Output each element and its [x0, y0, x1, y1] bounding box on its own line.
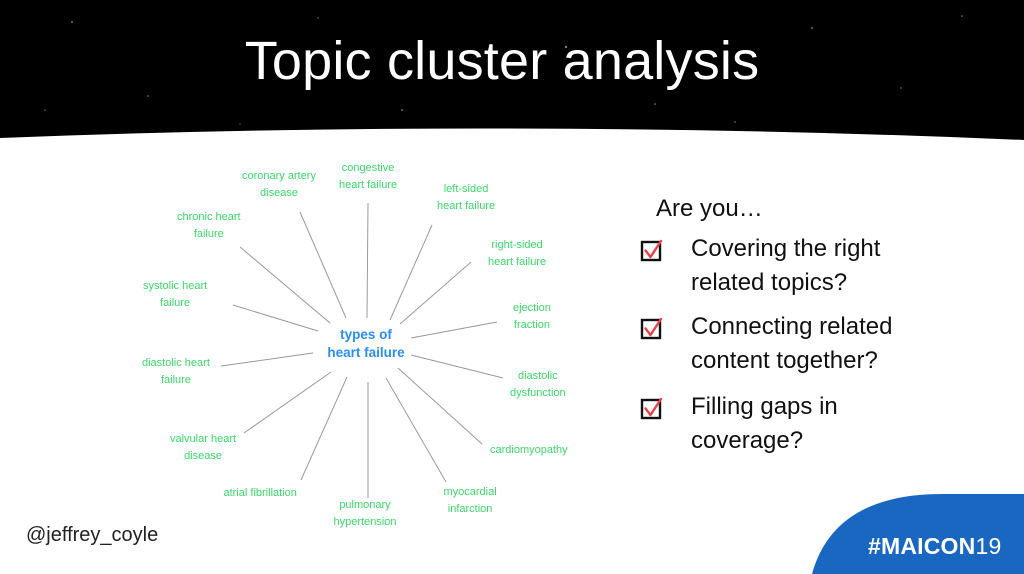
connector-line — [389, 224, 433, 321]
connector-line — [385, 377, 447, 483]
twitter-handle: @jeffrey_coyle — [26, 524, 159, 546]
checked-box-icon — [640, 317, 663, 340]
badge-year: 19 — [975, 533, 1002, 559]
connector-line — [366, 202, 369, 319]
connector-line — [232, 304, 319, 332]
connector-line — [397, 367, 483, 445]
checked-box-icon — [640, 239, 663, 262]
connector-line — [410, 354, 504, 379]
starfield-background — [0, 0, 1024, 140]
connector-line — [410, 321, 498, 339]
connector-line — [243, 371, 332, 434]
connector-line — [399, 261, 472, 325]
header-banner: Topic cluster analysis — [0, 0, 1024, 160]
badge-prefix: #MAICON — [868, 533, 976, 559]
topic-node-label: cardiomyopathy — [490, 443, 568, 456]
event-hashtag-badge: #MAICON19 — [868, 533, 1001, 560]
connector-line — [220, 352, 314, 367]
topic-node-label: atrial fibrillation — [223, 486, 297, 499]
checked-box-icon — [640, 397, 663, 420]
slide-title: Topic cluster analysis — [244, 31, 760, 91]
event-badge-shape — [812, 494, 1024, 574]
checklist-prompt: Are you… — [656, 195, 763, 222]
connector-line — [300, 376, 348, 481]
connector-line — [239, 246, 331, 324]
connector-line — [299, 211, 347, 319]
